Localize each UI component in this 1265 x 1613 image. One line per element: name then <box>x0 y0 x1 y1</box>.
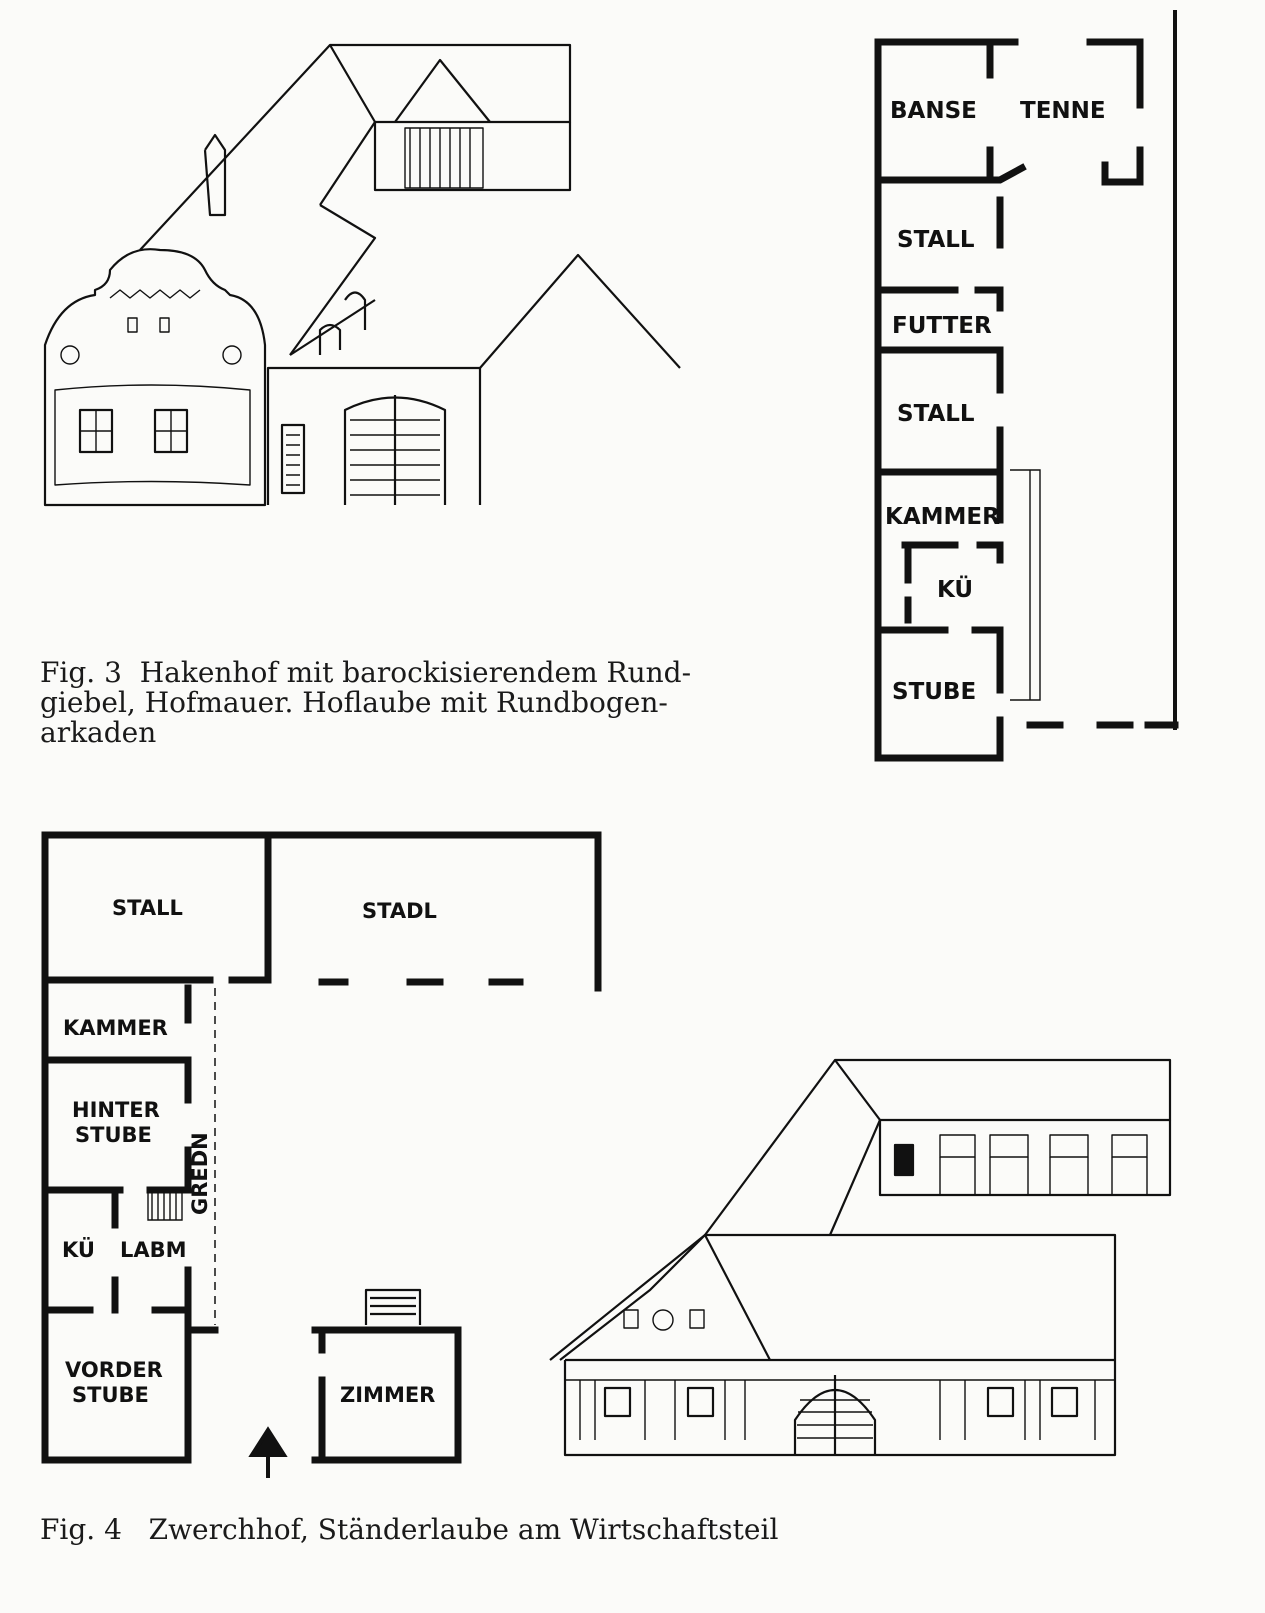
room-label-zimmer: ZIMMER <box>340 1383 435 1407</box>
room-label-kammer: KAMMER <box>63 1016 168 1040</box>
entrance-arrow-icon <box>248 1426 288 1478</box>
fig4-caption-number: Fig. 4 <box>40 1513 122 1546</box>
room-label-stube: STUBE <box>892 679 976 705</box>
fig3-caption-number: Fig. 3 <box>40 656 122 689</box>
fig4-floor-plan: STALL STADL KAMMER HINTER STUBE GREDN KÜ… <box>41 831 602 1478</box>
room-label-tenne: TENNE <box>1020 98 1106 124</box>
room-label-vorder: VORDER <box>65 1358 163 1382</box>
room-label-futter: FUTTER <box>892 313 992 339</box>
room-label-stall-2: STALL <box>897 401 975 427</box>
room-label-labm: LABM <box>120 1238 187 1262</box>
fig3-caption-line-1: Hakenhof mit barockisierendem Rund- <box>139 656 692 689</box>
room-label-kammer: KAMMER <box>885 504 1000 530</box>
room-label-hinter: HINTER <box>72 1098 160 1122</box>
fig3-hakenhof-sketch <box>43 43 681 507</box>
room-label-hinterstube: STUBE <box>75 1123 152 1147</box>
fig4-caption: Fig. 4 Zwerchhof, Ständerlaube am Wirtsc… <box>40 1515 778 1545</box>
fig3-caption-line-2: giebel, Hofmauer. Hoflaube mit Rundbogen… <box>40 686 668 719</box>
room-label-banse: BANSE <box>890 98 977 124</box>
room-label-kue: KÜ <box>937 575 973 603</box>
room-label-stall: STALL <box>112 896 183 920</box>
room-label-kue: KÜ <box>62 1237 95 1262</box>
room-label-vorderstube: STUBE <box>72 1383 149 1407</box>
fig3-caption-line-3: arkaden <box>40 716 157 749</box>
fig3-floor-plan: BANSE TENNE STALL FUTTER STALL KAMMER KÜ… <box>874 10 1179 762</box>
label-gredn: GREDN <box>188 1132 212 1215</box>
room-label-stadl: STADL <box>362 899 437 923</box>
fig3-caption: Fig. 3 Hakenhof mit barockisierendem Run… <box>40 658 691 748</box>
fig4-zwerchhof-sketch <box>549 1058 1172 1457</box>
fig4-caption-text: Zwerchhof, Ständerlaube am Wirtschaftste… <box>148 1513 779 1546</box>
room-label-stall-1: STALL <box>897 227 975 253</box>
